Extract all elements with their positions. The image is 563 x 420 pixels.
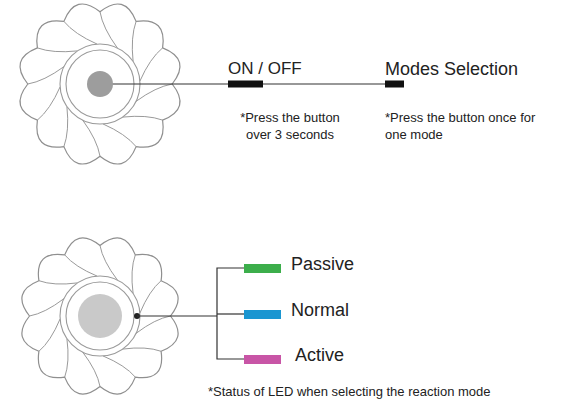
- petal-line: [103, 356, 135, 377]
- petal-line: [39, 319, 60, 351]
- marker-bar: [385, 81, 404, 88]
- led-color-swatch: [244, 355, 281, 364]
- button-ring: [66, 282, 134, 350]
- petal-line: [30, 299, 65, 316]
- petal-line: [140, 48, 163, 81]
- mode-label: Passive: [291, 253, 354, 276]
- led-color-swatch: [244, 264, 281, 273]
- petal-line: [37, 87, 60, 120]
- bracket: [217, 268, 244, 359]
- petal-line: [140, 281, 161, 313]
- petal-line: [103, 124, 136, 147]
- petal-line: [123, 348, 162, 351]
- petal-line: [64, 21, 97, 44]
- petal-line: [100, 12, 117, 48]
- petal-line: [132, 255, 135, 294]
- function-label: Modes Selection: [385, 58, 518, 81]
- petal-line: [64, 107, 68, 147]
- petal-line: [65, 255, 97, 276]
- mode-label: Active: [295, 344, 344, 367]
- leader-line: [137, 315, 217, 316]
- petal-line: [83, 120, 100, 156]
- device-body: [20, 4, 180, 394]
- petal-line: [65, 339, 68, 378]
- petal-line: [136, 316, 171, 333]
- petal-line: [136, 84, 172, 101]
- note-text: *Press the button once for one mode: [385, 110, 543, 144]
- button-ring: [60, 276, 140, 356]
- led-button: [78, 294, 122, 338]
- petal-line: [83, 352, 100, 387]
- mode-label: Normal: [291, 299, 349, 322]
- function-label: ON / OFF: [228, 58, 302, 79]
- petal-line: [123, 116, 163, 120]
- led-color-swatch: [244, 310, 281, 319]
- petal-line: [37, 48, 77, 52]
- note-text: *Status of LED when selecting the reacti…: [208, 384, 491, 400]
- petal-line: [132, 21, 136, 61]
- bracket: [217, 313, 244, 314]
- note-text: *Press the button over 3 seconds: [226, 110, 354, 144]
- petal-line: [39, 281, 78, 284]
- button-dot: [87, 71, 113, 97]
- petal-line: [28, 67, 64, 84]
- petal-line: [100, 246, 117, 281]
- marker-bar: [228, 81, 263, 88]
